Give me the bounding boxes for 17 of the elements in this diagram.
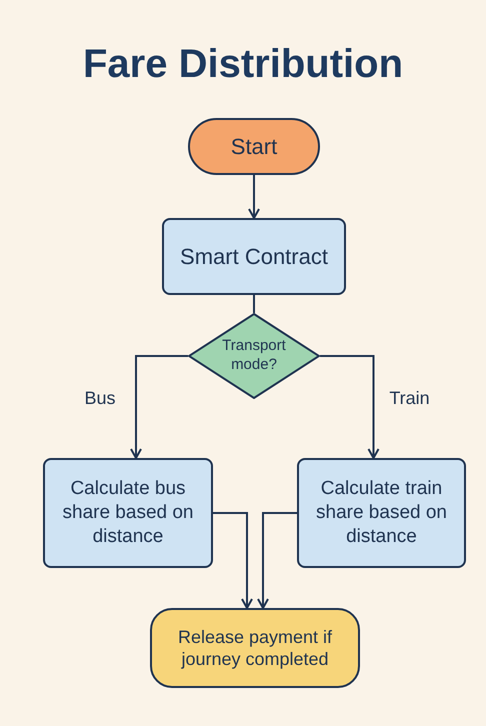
- arrow: [248, 175, 260, 219]
- node-text: Calculate bus share based on distance: [62, 477, 194, 549]
- node-text: Transport mode?: [221, 337, 287, 375]
- arrow: [257, 512, 297, 609]
- node-text: Smart Contract: [179, 242, 329, 270]
- end-box: [150, 608, 360, 688]
- arrow: [130, 355, 188, 459]
- process-box: [162, 218, 346, 295]
- node-text: Start: [230, 132, 278, 160]
- arrow: [213, 512, 253, 609]
- node-text: Release payment if journey completed: [176, 626, 334, 670]
- process-box: [297, 458, 466, 568]
- decision-diamond: [188, 313, 320, 399]
- arrow: [320, 355, 380, 459]
- process-box: [43, 458, 213, 568]
- node-text: Calculate train share based on distance: [315, 477, 448, 549]
- title: Fare Distribution: [82, 41, 404, 88]
